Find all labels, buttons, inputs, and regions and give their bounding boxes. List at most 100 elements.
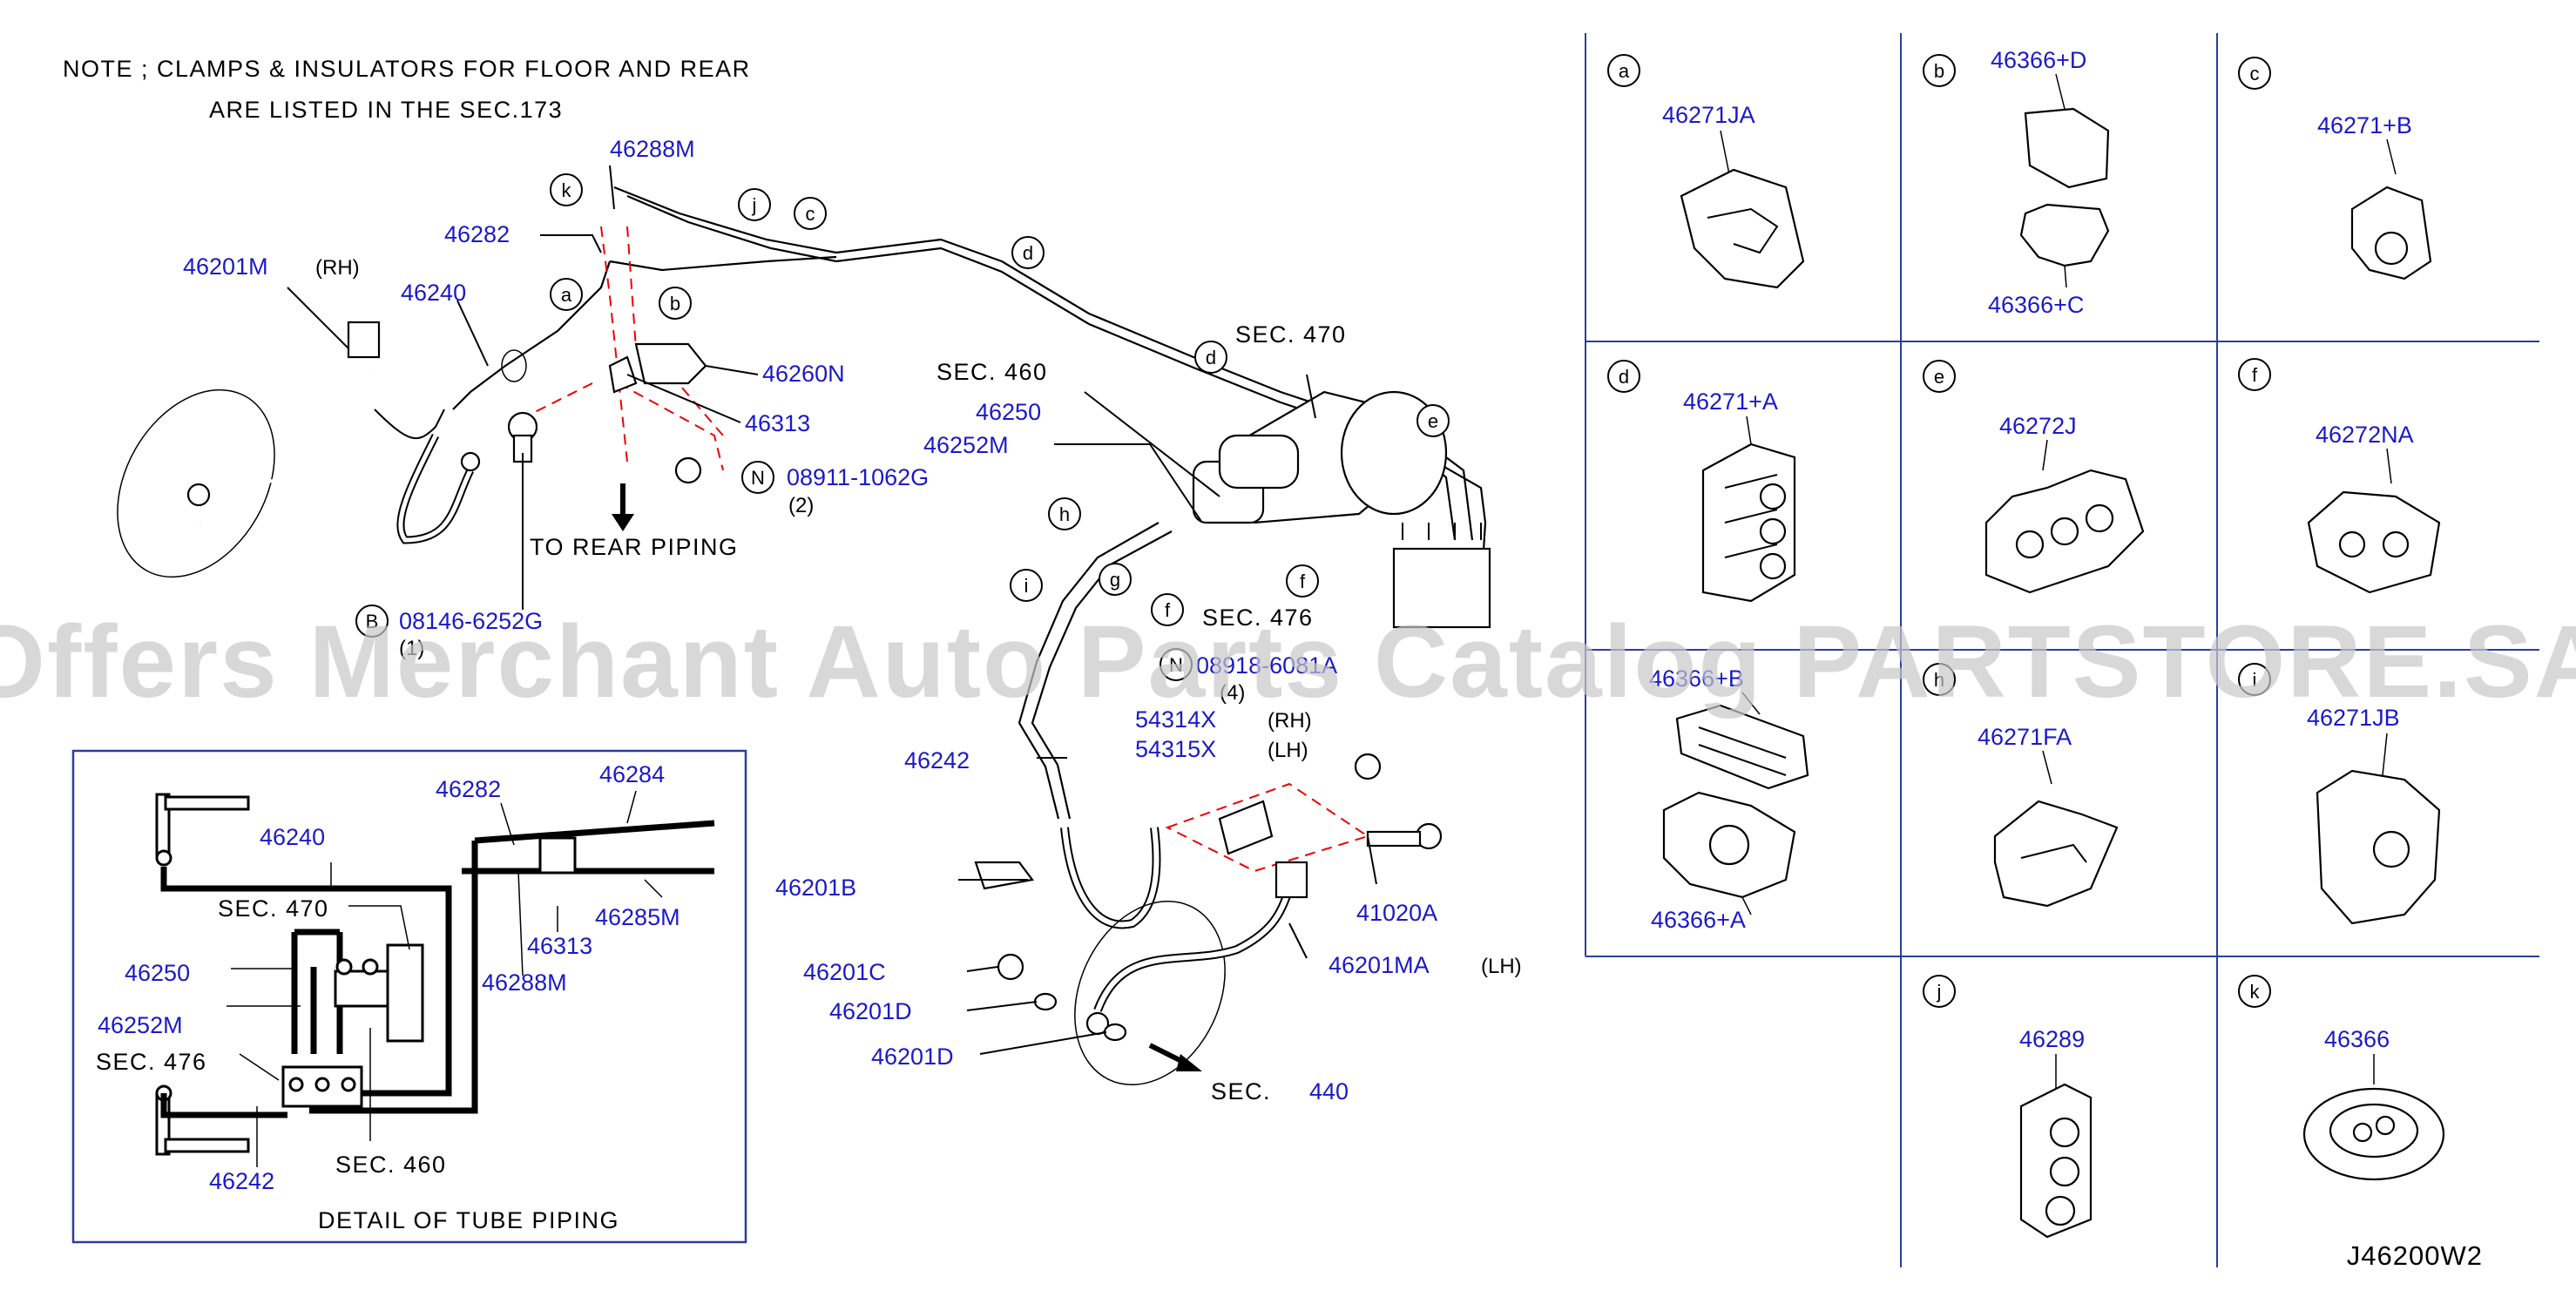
cell-b: b 46366+D 46366+C [1923,47,2110,318]
detail-label-46240: 46240 [260,824,325,850]
detail-label-sec-460: SEC. 460 [335,1152,447,1178]
callout-k: k [550,173,583,206]
callout-j: j [738,188,771,221]
note-line-1: NOTE ; CLAMPS & INSULATORS FOR FLOOR AND… [63,56,751,82]
cell-h-letter: h [1934,669,1944,691]
label-rh-1: (RH) [315,256,360,280]
clamp-location-guides [522,226,1370,873]
label-46282: 46282 [444,221,510,247]
callout-i: i [1010,569,1043,602]
callout-c: c [794,197,827,230]
label-46201B: 46201B [775,875,856,901]
cell-b-part-2: 46366+C [1988,292,2084,318]
label-sec-476: SEC. 476 [1202,605,1314,631]
svg-text:B: B [366,611,379,632]
callout-g: g [1099,563,1132,596]
cell-j-letter: j [1937,981,1942,1003]
svg-text:b: b [670,293,680,314]
diagram-id: J46200W2 [2347,1240,2483,1271]
label-54314X: 54314X [1135,706,1216,733]
label-lh-2: (LH) [1481,955,1522,978]
cell-g-part-1: 46366+B [1649,665,1744,692]
label-46313: 46313 [745,410,810,436]
label-sec-470: SEC. 470 [1235,321,1347,348]
cell-i-part-1: 46271JB [2307,705,2400,731]
clip-catalog-grid [1585,33,2539,1267]
callout-a: a [550,278,583,311]
detail-label-46288M: 46288M [482,969,567,996]
cell-k: k 46366 [2238,975,2445,1181]
detail-label-sec-470: SEC. 470 [218,895,329,922]
label-46201C: 46201C [803,959,886,985]
label-46201M: 46201M [183,253,268,280]
label-08918-6081A: 08918-6081A [1196,652,1337,679]
detail-title: DETAIL OF TUBE PIPING [318,1207,619,1233]
detail-label-46252M: 46252M [98,1012,183,1038]
callout-f2: f [1286,564,1319,598]
callout-N1: N [741,461,774,494]
label-to-rear-piping: TO REAR PIPING [530,534,739,560]
label-08911-1062G: 08911-1062G [787,464,929,490]
label-46260N: 46260N [762,361,845,387]
svg-text:f: f [1165,599,1171,621]
label-sec-440: SEC. [1211,1078,1271,1104]
cell-f-letter: f [2252,364,2258,386]
label-qty-1: (1) [399,637,424,660]
cell-a: a 46271JA [1607,54,1805,289]
cell-d: d 46271+A [1607,360,1796,603]
svg-text:e: e [1428,410,1438,432]
label-46201D-1: 46201D [829,998,912,1024]
callout-d: d [1011,236,1045,269]
cell-d-part-1: 46271+A [1683,388,1778,415]
cell-c: c 46271+B [2238,57,2432,280]
rh-brake-hose [117,321,527,578]
callout-B: B [355,605,389,638]
cell-g-part-2: 46366+A [1651,907,1746,933]
note-line-2: ARE LISTED IN THE SEC.173 [209,97,563,123]
label-46240: 46240 [401,280,466,306]
cell-j: j 46289 [1923,975,2093,1239]
svg-text:j: j [752,194,757,216]
callout-h: h [1048,497,1081,530]
cell-k-letter: k [2250,981,2261,1003]
bracket-and-bolts [507,342,1443,855]
label-rh-2: (RH) [1268,709,1312,733]
cell-i-letter: i [2253,669,2257,691]
callout-b: b [659,287,692,320]
cell-f: f 46272NA [2238,358,2441,594]
label-46242: 46242 [904,747,970,773]
label-sec-440-number: 440 [1309,1078,1349,1104]
cell-g: 46366+B 46366+A [1649,665,1809,933]
cell-d-letter: d [1619,366,1629,388]
callout-f1: f [1151,593,1184,626]
detail-label-46242: 46242 [209,1168,274,1194]
cell-b-part-1: 46366+D [1991,47,2086,73]
svg-text:a: a [561,284,572,306]
detail-label-46285M: 46285M [595,904,680,930]
label-46288M: 46288M [610,136,695,162]
cell-e-part-1: 46272J [1999,413,2077,439]
svg-text:N: N [1169,654,1183,676]
label-41020A: 41020A [1356,900,1437,926]
label-sec-460: SEC. 460 [936,359,1048,385]
cell-b-letter: b [1934,60,1944,82]
cell-h: h 46271FA [1923,663,2119,908]
svg-text:c: c [806,203,815,225]
detail-label-46284: 46284 [599,761,665,787]
label-46201D-2: 46201D [871,1044,954,1070]
cell-i: i 46271JB [2238,663,2441,925]
cell-h-part-1: 46271FA [1978,724,2072,750]
label-lh-1: (LH) [1268,739,1308,762]
detail-label-46313: 46313 [527,933,592,959]
detail-of-tube-piping: 46282 46284 46240 SEC. 470 46285M 46313 … [71,749,747,1244]
cell-e: e 46272J [1923,360,2145,594]
cell-f-part-1: 46272NA [2316,422,2414,448]
svg-text:i: i [1024,575,1029,597]
detail-label-46250: 46250 [125,960,190,986]
svg-text:h: h [1059,503,1070,525]
cell-k-part-1: 46366 [2324,1026,2390,1052]
cell-c-letter: c [2250,63,2260,84]
label-46201MA: 46201MA [1329,952,1430,978]
label-qty-2: (2) [788,494,814,517]
